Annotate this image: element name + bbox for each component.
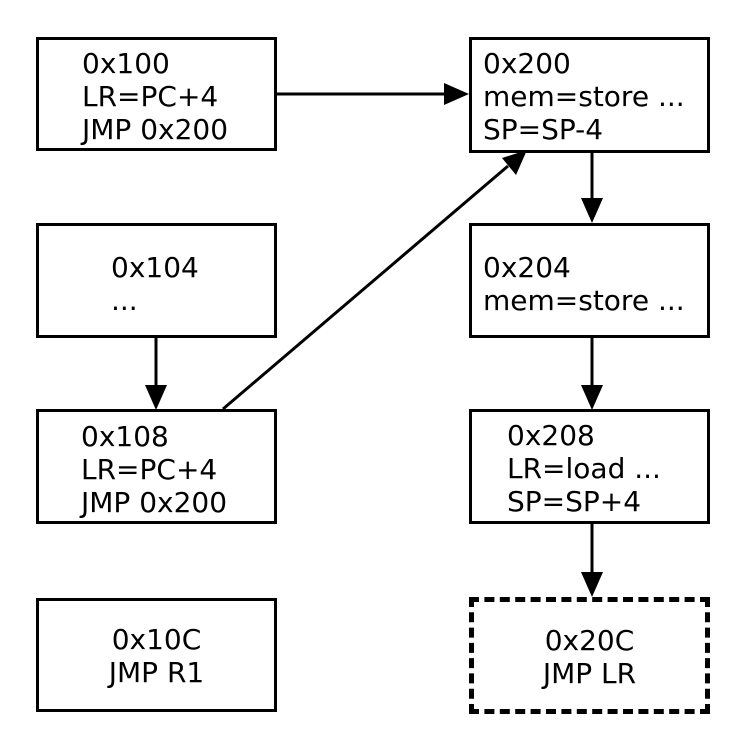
edge-n108-to-n200 — [222, 164, 509, 411]
node-0x104: 0x104 ... — [36, 223, 277, 338]
node-address: 0x204 — [483, 251, 571, 284]
node-0x204: 0x204 mem=store ... — [469, 223, 710, 338]
node-instruction: ... — [111, 284, 138, 317]
node-instruction: SP=SP+4 — [507, 485, 642, 518]
node-0x10c: 0x10C JMP R1 — [36, 598, 277, 712]
node-instruction: JMP 0x200 — [81, 486, 228, 519]
node-instruction: LR=load ... — [507, 452, 661, 485]
node-instruction: JMP LR — [542, 657, 637, 690]
arrowhead-n204-to-n208 — [581, 385, 603, 410]
node-0x10c-text: 0x10C JMP R1 — [39, 623, 274, 689]
node-0x208-text: 0x208 LR=load ... SP=SP+4 — [507, 419, 661, 518]
node-0x208: 0x208 LR=load ... SP=SP+4 — [469, 409, 710, 524]
arrowhead-n200-to-n204 — [581, 198, 603, 223]
node-instruction: LR=PC+4 — [81, 453, 218, 486]
node-instruction: SP=SP-4 — [483, 113, 604, 146]
node-address: 0x104 — [111, 251, 199, 284]
node-instruction: JMP 0x200 — [82, 113, 229, 146]
arrowhead-n100-to-n200 — [444, 83, 469, 105]
node-0x108-text: 0x108 LR=PC+4 JMP 0x200 — [81, 420, 227, 519]
node-0x104-text: 0x104 ... — [111, 251, 199, 317]
node-instruction: mem=store ... — [483, 80, 685, 113]
node-0x108: 0x108 LR=PC+4 JMP 0x200 — [36, 409, 277, 524]
node-0x100: 0x100 LR=PC+4 JMP 0x200 — [36, 37, 277, 151]
node-0x20c: 0x20C JMP LR — [469, 597, 710, 714]
node-0x20c-text: 0x20C JMP LR — [474, 624, 705, 690]
arrowhead-n104-to-n108 — [145, 385, 167, 410]
node-address: 0x100 — [82, 47, 170, 80]
node-address: 0x200 — [483, 47, 571, 80]
node-address: 0x10C — [111, 623, 202, 656]
node-0x204-text: 0x204 mem=store ... — [483, 251, 685, 317]
node-address: 0x20C — [544, 624, 635, 657]
node-address: 0x208 — [507, 419, 595, 452]
node-0x200-text: 0x200 mem=store ... SP=SP-4 — [483, 47, 685, 146]
arrowhead-n108-to-n200 — [502, 150, 527, 175]
node-instruction: JMP R1 — [108, 656, 205, 689]
node-instruction: LR=PC+4 — [82, 80, 219, 113]
node-instruction: mem=store ... — [483, 284, 685, 317]
node-address: 0x108 — [81, 420, 169, 453]
arrowhead-n208-to-n20c — [581, 572, 603, 597]
node-0x100-text: 0x100 LR=PC+4 JMP 0x200 — [82, 47, 228, 146]
node-0x200: 0x200 mem=store ... SP=SP-4 — [469, 37, 710, 153]
